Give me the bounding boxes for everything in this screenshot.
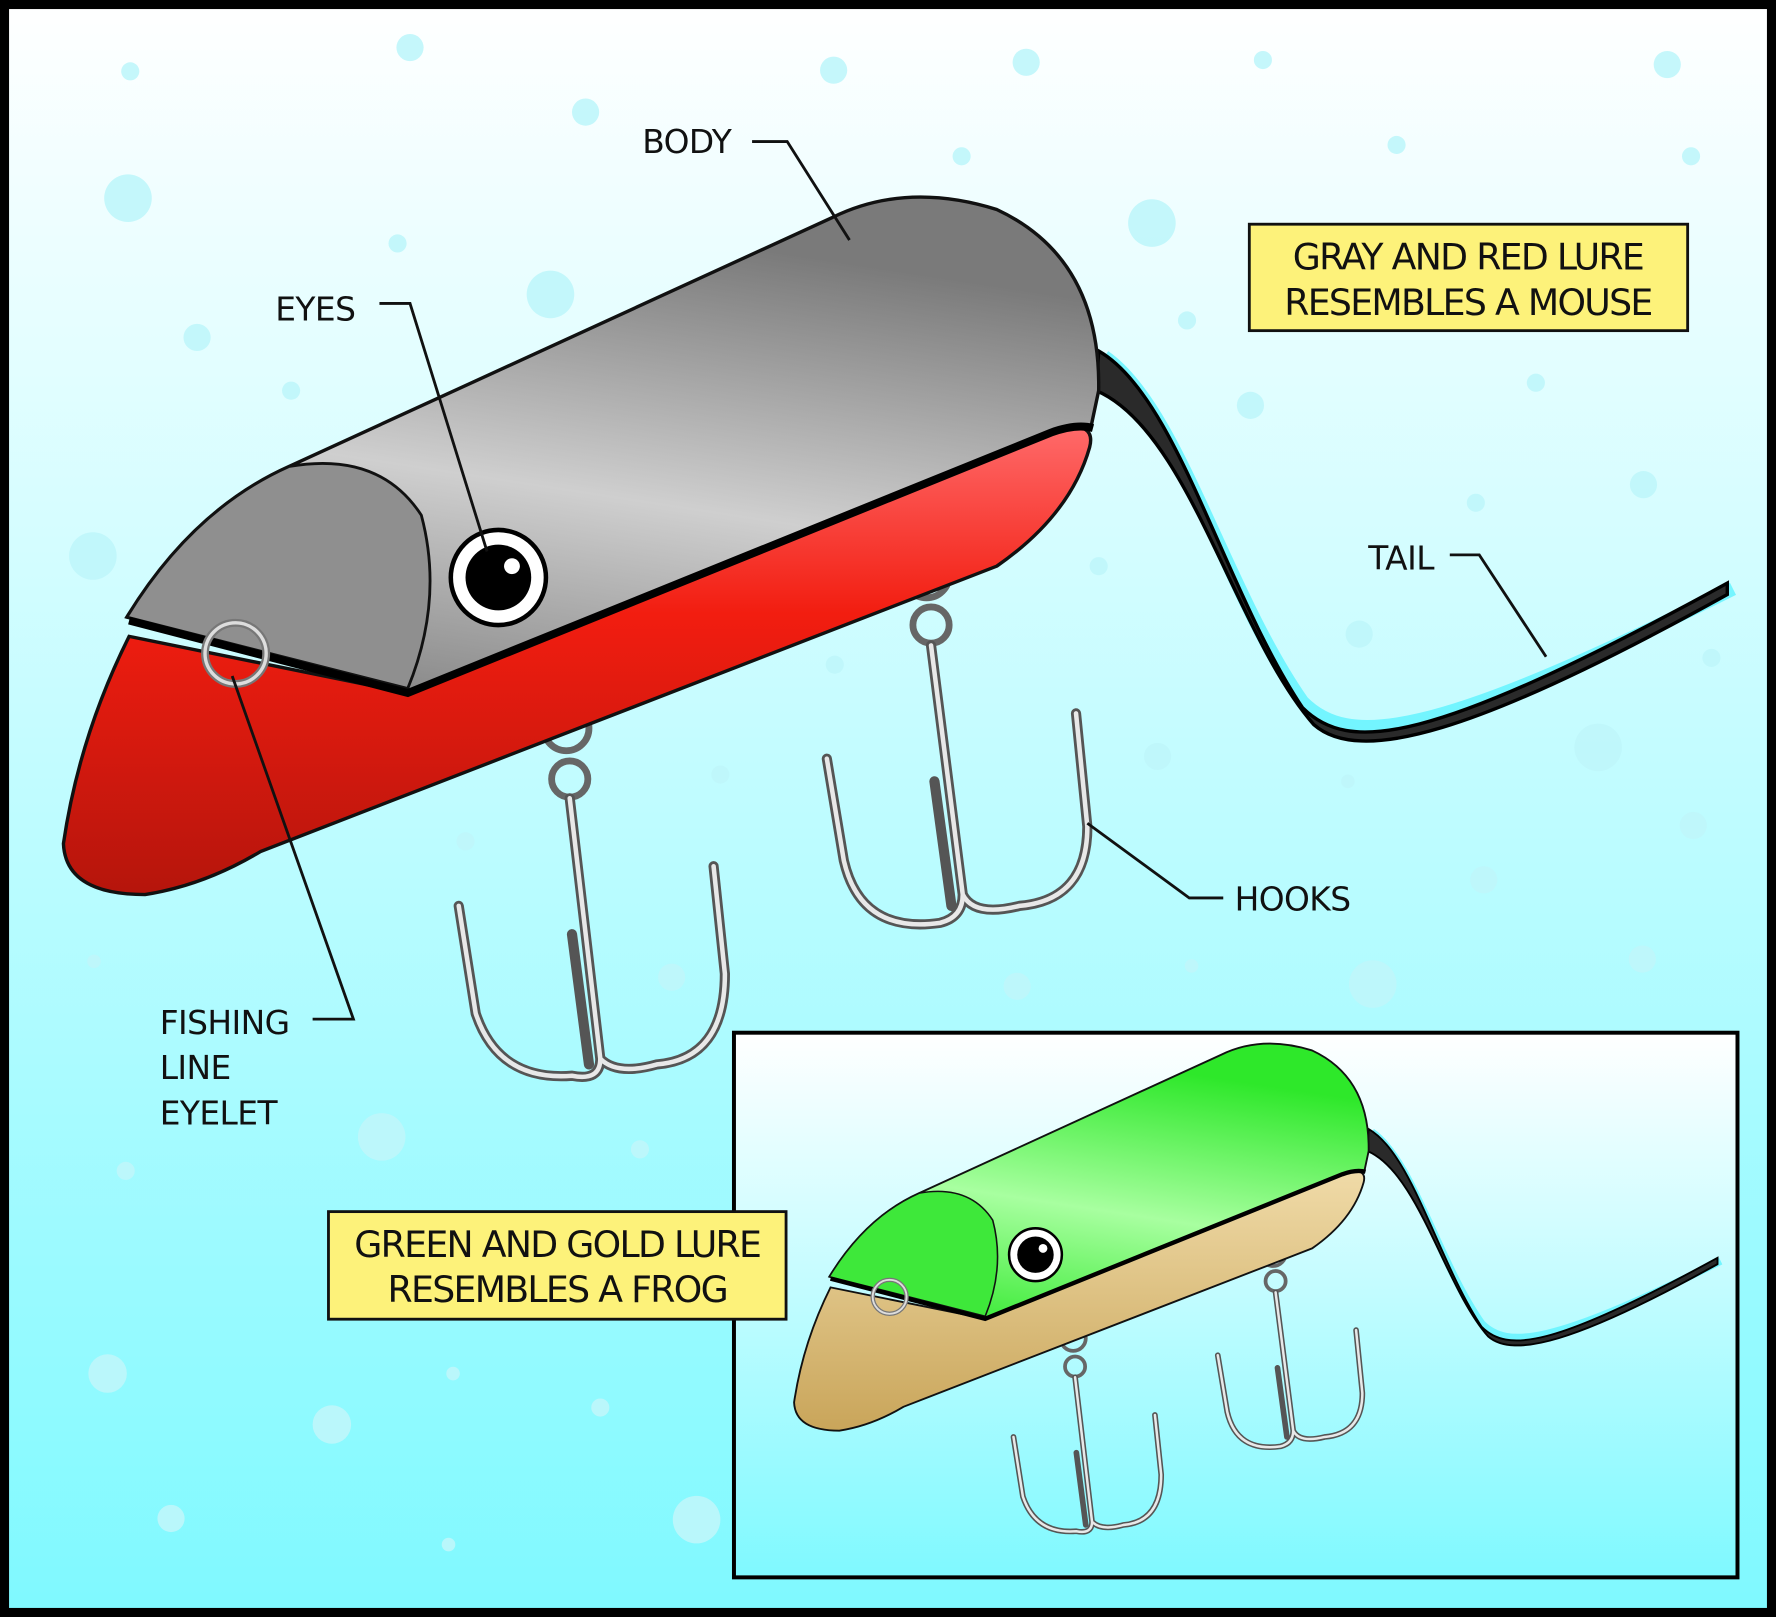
caption-frog: GREEN AND GOLD LURE RESEMBLES A FROG [327,1210,788,1321]
caption-frog-line2: RESEMBLES A FROG [388,1268,727,1311]
bubble [1466,493,1485,512]
bubble [157,1504,185,1533]
bubble [711,765,730,784]
label-eyelet-line3: EYELET [160,1094,279,1132]
label-hooks: HOOKS [1086,822,1351,918]
bubbles [69,33,1721,1552]
bubble [526,270,575,319]
bubble [820,56,848,84]
lure-tail [1366,1127,1719,1347]
bubble [1143,742,1172,770]
label-body: BODY [642,123,851,241]
bubble [69,532,117,580]
lure-belly [793,1170,1366,1432]
bubble [1253,50,1272,70]
lure-eye [1007,1227,1064,1283]
bubble [1702,648,1721,667]
bubble [388,234,407,253]
label-hooks-text: HOOKS [1235,880,1351,918]
label-eyelet-line1: FISHING [160,1004,290,1042]
bubble [1653,50,1681,79]
front-hook [1010,1323,1165,1535]
bubble [183,323,211,352]
bubble [591,1398,610,1417]
bubble [1348,960,1397,1008]
caption-frog-line1: GREEN AND GOLD LURE [354,1223,760,1266]
front-hook [453,702,730,1082]
bubble [87,954,101,969]
bubble [1574,723,1622,772]
bubble [952,147,971,166]
bubble [357,1113,406,1161]
label-eyelet-line2: LINE [160,1049,231,1087]
bubble [121,62,140,81]
label-body-text: BODY [642,123,733,161]
bubble [1679,811,1707,840]
bubble [1177,311,1197,330]
bubble [1387,135,1406,154]
bubble [446,1366,460,1381]
rear-hook [1214,1238,1366,1451]
caption-mouse-line2: RESEMBLES A MOUSE [1284,281,1651,324]
bubble [1341,774,1355,789]
bubble [1184,959,1199,973]
label-eyelet: FISHING LINE EYELET [160,675,356,1132]
bubble [1470,866,1498,894]
bubble [630,1140,650,1159]
bubble [441,1537,456,1552]
frog-lure-inset [731,1030,1740,1580]
lure-lip [128,422,1095,698]
bubble [282,381,301,400]
gray-red-lure [61,195,1736,1082]
bubble [396,33,424,62]
bubble [1526,373,1545,392]
bubble [116,1161,135,1180]
bubble [88,1354,127,1393]
label-eyes: EYES [275,290,489,552]
lure-belly [61,424,1093,897]
bubble [1681,147,1701,166]
bubble [658,963,686,991]
bubble [456,832,475,851]
lure-lip [829,1168,1367,1322]
bubble [1628,945,1656,973]
bubble [1345,620,1373,648]
caption-mouse: GRAY AND RED LURE RESEMBLES A MOUSE [1247,222,1690,333]
label-eyes-text: EYES [275,290,355,328]
label-tail-text: TAIL [1367,540,1435,578]
bubble [1236,391,1265,419]
bubble [1012,48,1040,76]
lure-head-cap [828,1190,999,1318]
bubble [104,174,152,222]
bubble [312,1405,352,1444]
bubble [1003,972,1031,1000]
bubble [825,655,844,674]
bubble [571,98,600,126]
bubble [672,1495,721,1544]
caption-mouse-line1: GRAY AND RED LURE [1293,236,1643,279]
bubble [1128,199,1176,247]
bubble [1629,471,1658,499]
lure-tail [1094,348,1729,743]
lure-head-cap [124,462,432,691]
label-tail: TAIL [1367,540,1548,658]
lure-eye [448,527,549,628]
bubble [1089,557,1108,576]
green-gold-lure [793,1042,1723,1535]
